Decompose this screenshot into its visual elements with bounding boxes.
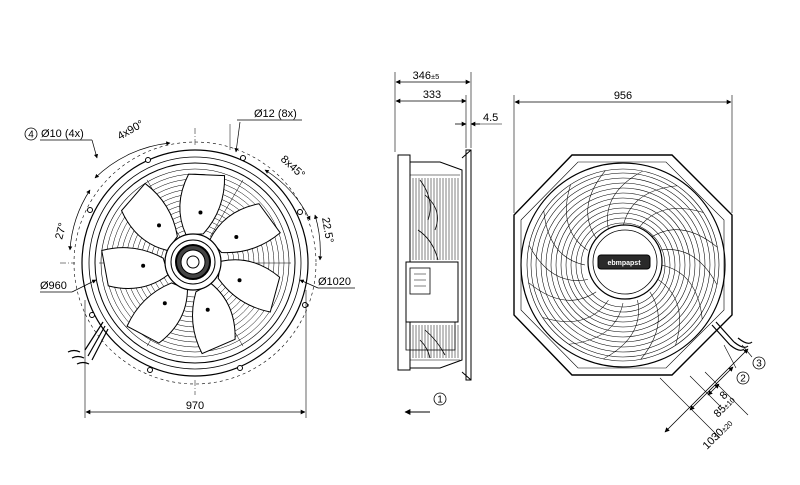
- fan-blade: [192, 282, 236, 355]
- label-dim-1030: 1030±20: [701, 418, 736, 453]
- rear-blade-curve: [566, 184, 589, 251]
- rear-blade-curve: [607, 170, 643, 230]
- rear-wire: [535, 177, 711, 353]
- fan-blade: [101, 247, 169, 290]
- mount-hole: [147, 367, 153, 373]
- rear-blade-curve: [568, 302, 624, 345]
- label-small-hole: Ø12 (8x): [254, 108, 297, 120]
- motor-body: [405, 261, 459, 323]
- mount-hole: [237, 365, 243, 371]
- fan-blade: [126, 282, 188, 344]
- rear-wire: [560, 202, 686, 328]
- front-view-labels: 4 Ø10 (4x) 4x90° Ø12 (8x) 8x45° 27° 22.5…: [24, 108, 351, 412]
- hub-brand: ebmpapst: [607, 260, 641, 267]
- rear-blade-curve: [657, 279, 680, 346]
- rear-blade-curve: [649, 229, 718, 248]
- side-view: [394, 72, 502, 415]
- blade-rivet: [141, 263, 146, 268]
- callout-3: 3: [756, 359, 762, 370]
- blade-rivet: [237, 278, 242, 283]
- fan-blade: [120, 182, 178, 252]
- fan-blade: [179, 173, 226, 236]
- rear-wire: [580, 222, 666, 308]
- rear-wire: [555, 197, 691, 333]
- rear-wire: [530, 172, 716, 358]
- rear-blade-curve: [658, 249, 718, 285]
- blade-rivet: [157, 223, 162, 228]
- rear-blade-curve: [542, 299, 609, 322]
- mount-hole: [89, 312, 95, 318]
- blade-rivet: [234, 235, 239, 240]
- rear-blade-curve: [528, 282, 597, 301]
- rear-wire: [575, 217, 671, 313]
- label-diameter-1020: Ø1020: [318, 276, 351, 288]
- brand-plate: [597, 254, 651, 270]
- rear-wire: [550, 192, 696, 338]
- label-width-970: 970: [186, 400, 204, 412]
- rear-wire: [545, 187, 701, 343]
- guard-spoke: [209, 179, 244, 238]
- cable: [84, 321, 109, 361]
- blade-rivet: [205, 307, 210, 312]
- label-width-956: 956: [614, 90, 632, 102]
- rear-wire: [570, 212, 676, 318]
- rear-blade-curve: [640, 291, 659, 360]
- mount-hole: [145, 157, 151, 163]
- blade-rivet: [198, 210, 203, 215]
- rear-blade-curve: [637, 208, 704, 231]
- rear-guard: [520, 162, 726, 368]
- rear-cable: [711, 321, 735, 346]
- label-depth-346: 346±5: [413, 70, 440, 82]
- mount-hole: [297, 209, 303, 215]
- label-hole-diameter: Ø10 (4x): [41, 128, 84, 140]
- callout-2: 2: [740, 374, 746, 385]
- rear-guard-wires: [528, 170, 718, 360]
- callout-2-circle: [736, 371, 750, 385]
- fan-blade: [209, 203, 281, 254]
- mount-hole: [87, 207, 93, 213]
- rear-wire: [540, 182, 706, 348]
- fan-blades: [101, 173, 281, 355]
- callout-4: 4: [28, 130, 34, 141]
- label-diameter-960: Ø960: [40, 280, 67, 292]
- rear-blade-curve: [528, 245, 588, 281]
- rear-blade-curve: [543, 210, 586, 266]
- rear-wire: [565, 207, 681, 323]
- label-depth-333: 333: [423, 89, 441, 101]
- mount-hole: [240, 155, 246, 161]
- label-angle-22-5: 22.5°: [319, 216, 335, 244]
- callout-1: 1: [437, 395, 443, 406]
- mount-hole: [302, 302, 308, 308]
- callout-1-circle: [433, 392, 447, 406]
- flange-plate: [465, 149, 472, 381]
- rear-blade-curve: [587, 170, 606, 239]
- fan-blade: [217, 259, 281, 313]
- outer-ring: [81, 149, 309, 377]
- rear-blade-curve: [660, 264, 703, 320]
- rear-blade-curve: [603, 300, 639, 360]
- label-angle-27: 27°: [53, 222, 69, 241]
- label-angle-8x45: 8x45°: [278, 153, 307, 181]
- dim-line-1030: [664, 348, 749, 433]
- callout-3-circle: [752, 356, 766, 370]
- blade-rivet: [162, 301, 167, 306]
- label-angle-4x90: 4x90°: [116, 118, 146, 143]
- callout-4-circle: [24, 127, 38, 141]
- rear-blade-curve: [622, 185, 678, 228]
- back-view: [513, 95, 753, 439]
- side-view-labels: 346±5 333 4.5 1: [413, 70, 499, 406]
- front-view: [40, 119, 355, 418]
- label-flange-4-5: 4.5: [483, 112, 498, 124]
- guard-ring: [94, 162, 296, 364]
